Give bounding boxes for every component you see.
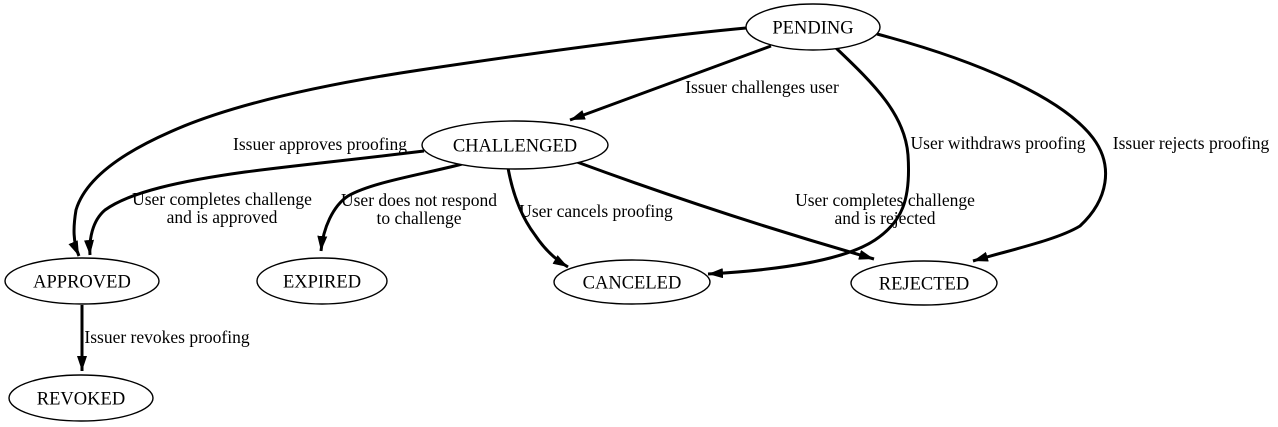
edge-label-line: to challenge [376, 208, 461, 228]
state-node-pending-label: PENDING [772, 18, 853, 38]
state-node-canceled: CANCELED [553, 259, 711, 305]
edge-pending-approved [68, 26, 747, 257]
edge-label-line: User completes challenge [795, 190, 975, 210]
edge-label-line: Issuer approves proofing [233, 134, 407, 154]
state-node-revoked-ellipse [8, 374, 154, 422]
edge-challenged-rejected-path [576, 160, 875, 261]
edge-label-line: User withdraws proofing [911, 133, 1086, 153]
edge-label-line: and is approved [167, 207, 278, 227]
edge-challenged-approved-path [84, 149, 425, 256]
state-node-pending-ellipse [745, 3, 881, 51]
state-node-canceled-label: CANCELED [583, 273, 682, 293]
edge-pending-challenged [569, 44, 772, 122]
edge-label-line: User does not respond [341, 190, 497, 210]
edge-challenged-canceled [506, 167, 569, 269]
edge-approved-revoked-label: Issuer revokes proofing [84, 327, 249, 347]
state-node-approved-ellipse [4, 257, 160, 305]
edge-challenged-canceled-label: User cancels proofing [519, 201, 673, 221]
edge-pending-canceled [707, 46, 911, 279]
edge-pending-rejected-path [876, 32, 1107, 263]
edge-label-line: and is rejected [834, 208, 935, 228]
nodes-layer: PENDING CHALLENGED APPROVED EXPIRED CANCELED… [4, 3, 998, 422]
edge-label-line: Issuer rejects proofing [1113, 133, 1270, 153]
edge-label-line: User completes challenge [132, 189, 312, 209]
state-node-expired-ellipse [256, 257, 388, 305]
state-node-challenged-ellipse [421, 120, 609, 170]
edge-pending-rejected [876, 32, 1107, 263]
edge-pending-challenged-label: Issuer challenges user [685, 77, 839, 97]
state-node-rejected-ellipse [850, 260, 998, 306]
edge-challenged-approved [84, 149, 425, 256]
state-node-expired: EXPIRED [256, 257, 388, 305]
state-node-approved-label: APPROVED [33, 272, 131, 292]
edge-pending-challenged-path [569, 44, 772, 122]
state-node-approved: APPROVED [4, 257, 160, 305]
edge-pending-approved-path [68, 26, 747, 257]
edge-pending-rejected-label: Issuer rejects proofing [1113, 133, 1270, 153]
state-node-expired-label: EXPIRED [283, 272, 361, 292]
edges-layer [68, 26, 1107, 371]
edge-challenged-expired-path [317, 162, 463, 252]
state-node-revoked: REVOKED [8, 374, 154, 422]
edge-label-line: User cancels proofing [519, 201, 673, 221]
edge-pending-canceled-path [707, 46, 911, 279]
state-node-revoked-label: REVOKED [37, 389, 125, 409]
state-node-canceled-ellipse [553, 259, 711, 305]
edge-pending-approved-label: Issuer approves proofing [233, 134, 407, 154]
edge-challenged-canceled-path [506, 167, 569, 269]
state-node-pending: PENDING [745, 3, 881, 51]
edge-label-line: Issuer revokes proofing [84, 327, 249, 347]
edge-label-line: Issuer challenges user [685, 77, 839, 97]
state-node-rejected: REJECTED [850, 260, 998, 306]
state-node-challenged-label: CHALLENGED [453, 136, 577, 156]
edge-pending-canceled-label: User withdraws proofing [911, 133, 1086, 153]
edge-challenged-expired [317, 162, 463, 252]
state-node-challenged: CHALLENGED [421, 120, 609, 170]
state-node-rejected-label: REJECTED [879, 274, 969, 294]
edge-challenged-rejected [576, 160, 875, 261]
